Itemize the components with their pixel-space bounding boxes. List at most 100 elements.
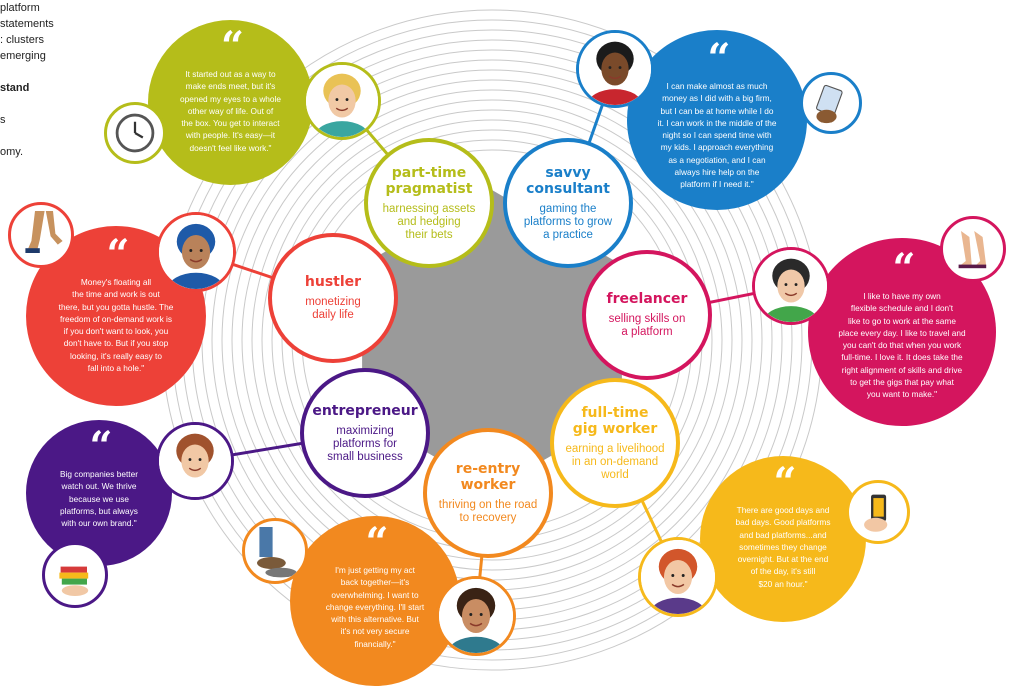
persona-title: freelancer <box>606 291 688 307</box>
cards-hand-icon <box>800 72 862 134</box>
leg-shape <box>27 211 45 250</box>
eye-shape <box>189 249 193 252</box>
woman-brown-hair-avatar <box>436 576 516 656</box>
quote-mark-icon: “ <box>365 519 388 566</box>
quote-text: I can make almost as much money as I did… <box>657 81 777 190</box>
man-dark-avatar <box>576 30 654 108</box>
walking-legs-icon <box>8 202 74 268</box>
hand-shape <box>61 585 89 596</box>
persona-title: re-entry worker <box>455 461 521 493</box>
shoe-shape <box>25 248 40 253</box>
shirt-shape <box>763 306 819 322</box>
quote-bubble-entrepreneur: “ Big companies better watch out. We thr… <box>26 420 172 566</box>
shirt-shape <box>447 636 505 653</box>
persona-node-savvy-consultant[interactable]: savvy consultant gaming the platforms to… <box>503 138 633 268</box>
leg-shape <box>974 231 987 266</box>
quote-bubble-part-time-pragmatist: “ It started out as a way to make ends m… <box>148 20 313 185</box>
side-text-line: s <box>0 114 6 126</box>
quote-text: Big companies better watch out. We thriv… <box>60 469 138 529</box>
side-text-line: omy. <box>0 146 24 158</box>
ring-line <box>261 109 723 571</box>
eye-shape <box>198 458 202 461</box>
eye-shape <box>188 458 192 461</box>
persona-title: full-time gig worker <box>572 404 658 437</box>
persona-subtitle: gaming the platforms to grow a practice <box>523 202 613 241</box>
quote-text: I like to have my own flexible schedule … <box>838 291 966 400</box>
quote-bubble-savvy-consultant: “ I can make almost as much money as I d… <box>627 30 807 210</box>
face-shape <box>461 598 491 634</box>
persona-subtitle: monetizing daily life <box>305 296 361 321</box>
leg-shape <box>45 211 63 245</box>
quote-bubble-full-time-gig-worker: “ There are good days and bad days. Good… <box>700 456 866 622</box>
persona-subtitle: selling skills on a platform <box>608 313 686 338</box>
feet-icon <box>242 518 308 584</box>
book-shape <box>60 566 87 573</box>
persona-node-hustler[interactable]: hustler monetizing daily life <box>268 233 398 363</box>
ring-line <box>271 119 713 561</box>
quote-text: I'm just getting my act back together—it… <box>325 565 425 649</box>
side-text-line <box>0 64 54 80</box>
shirt-shape <box>587 89 643 105</box>
clock-icon <box>104 102 166 164</box>
phone-hand-icon <box>846 480 910 544</box>
side-text-line <box>0 96 54 112</box>
persona-title: savvy consultant <box>526 164 610 197</box>
face-shape <box>663 559 693 595</box>
mouth-shape <box>608 75 622 80</box>
quote-mark-icon: “ <box>773 459 796 506</box>
eye-shape <box>794 283 798 286</box>
persona-title: entrepreneur <box>312 402 418 419</box>
mouth-shape <box>335 107 349 112</box>
persona-title: hustler <box>304 274 362 290</box>
face-shape <box>181 444 209 478</box>
book-shape <box>59 572 89 579</box>
persona-subtitle: maximizing platforms for small business <box>327 424 403 463</box>
side-text-line: stand <box>0 82 30 94</box>
clock-hand <box>134 132 144 139</box>
persona-node-re-entry-worker[interactable]: re-entry worker thriving on the road to … <box>423 428 553 558</box>
persona-subtitle: harnessing assets and hedging their bets <box>382 202 476 241</box>
book-shape <box>61 578 87 585</box>
mouth-shape <box>784 292 798 297</box>
eye-shape <box>681 574 685 577</box>
face-shape <box>181 234 211 270</box>
quote-mark-icon: “ <box>220 23 244 70</box>
woman-dark-hair-avatar <box>752 247 830 325</box>
mouth-shape <box>188 467 202 472</box>
persona-subtitle: earning a livelihood in an on-demand wor… <box>565 442 665 481</box>
eye-shape <box>335 98 339 101</box>
quote-bubble-re-entry-worker: “ I'm just getting my act back together—… <box>290 516 460 686</box>
shirt-shape <box>167 272 225 289</box>
persona-node-part-time-pragmatist[interactable]: part-time pragmatist harnessing assets a… <box>364 138 494 268</box>
shirt-shape <box>649 597 707 614</box>
quote-text: There are good days and bad days. Good p… <box>735 505 831 589</box>
rock-shape <box>265 567 297 578</box>
eye-shape <box>608 66 612 69</box>
persona-node-entrepreneur[interactable]: entrepreneur maximizing platforms for sm… <box>300 368 430 498</box>
persona-node-full-time-gig-worker[interactable]: full-time gig worker earning a livelihoo… <box>550 378 680 508</box>
face-shape <box>777 269 805 303</box>
books-hand-icon <box>42 542 108 608</box>
mouth-shape <box>671 583 685 588</box>
man-cap-avatar <box>156 212 236 292</box>
eye-shape <box>618 66 622 69</box>
quote-mark-icon: “ <box>89 423 112 470</box>
mouth-shape <box>189 258 203 263</box>
eye-shape <box>479 613 483 616</box>
face-shape <box>328 84 356 118</box>
quote-mark-icon: “ <box>892 245 915 292</box>
foot-shape <box>257 557 286 569</box>
persona-node-freelancer[interactable]: freelancer selling skills on a platform <box>582 250 712 380</box>
hand-shape <box>816 109 837 124</box>
shirt-shape <box>167 481 223 497</box>
persona-title: part-time pragmatist <box>385 164 473 197</box>
side-text-fragments: platform statements : clusters emerging … <box>0 0 54 160</box>
eye-shape <box>199 249 203 252</box>
quote-mark-icon: “ <box>106 231 129 278</box>
side-text-line: statements <box>0 18 54 30</box>
man-red-beard-avatar <box>638 537 718 617</box>
phone-screen <box>873 498 884 517</box>
shoe-shape <box>958 264 987 269</box>
quote-text: It started out as a way to make ends mee… <box>179 69 281 153</box>
